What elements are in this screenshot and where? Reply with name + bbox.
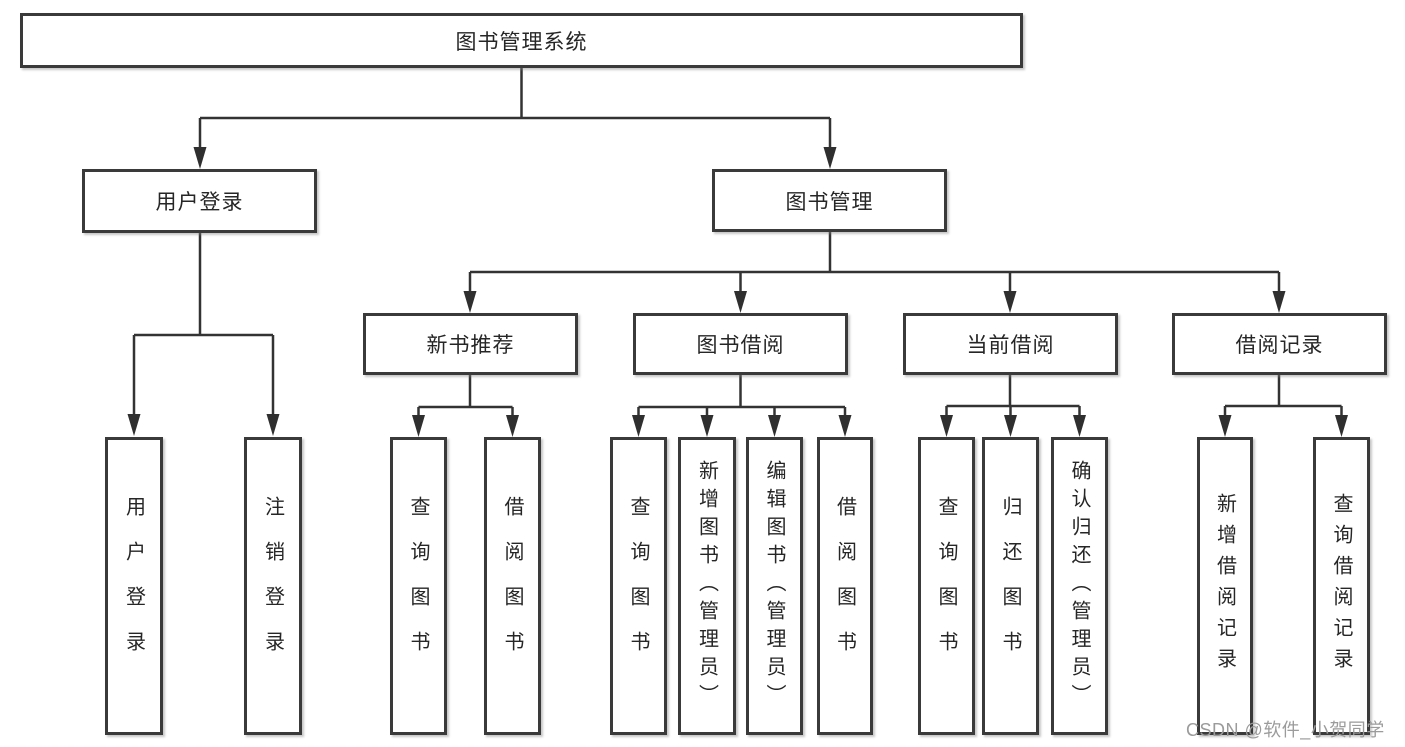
leaf-confirm-return-admin: 确认归还（管理员） (1051, 437, 1108, 735)
leaf-return-book: 归还图书 (982, 437, 1039, 735)
leaf-borrow-book: 借阅图书 (817, 437, 873, 735)
arrowheads (127, 147, 1348, 437)
leaf-query-borrow-record: 查询借阅记录 (1313, 437, 1370, 735)
node-library-system: 图书管理系统 (20, 13, 1023, 68)
node-new-book-recommend: 新书推荐 (363, 313, 578, 375)
leaf-add-book-admin: 新增图书（管理员） (678, 437, 736, 735)
node-book-borrowing: 图书借阅 (633, 313, 848, 375)
leaf-add-borrow-record: 新增借阅记录 (1197, 437, 1253, 735)
leaf-edit-book-admin: 编辑图书（管理员） (746, 437, 803, 735)
csdn-watermark: CSDN @软件_小贺同学 (1186, 720, 1385, 740)
node-borrowing-records: 借阅记录 (1172, 313, 1387, 375)
node-user-login: 用户登录 (82, 169, 317, 233)
leaf-query-book: 查询图书 (390, 437, 447, 735)
leaf-logout: 注销登录 (244, 437, 302, 735)
node-book-management: 图书管理 (712, 169, 947, 232)
leaf-query-book: 查询图书 (918, 437, 975, 735)
node-current-borrowing: 当前借阅 (903, 313, 1118, 375)
leaf-user-login: 用户登录 (105, 437, 163, 735)
leaf-query-book: 查询图书 (610, 437, 667, 735)
leaf-borrow-book: 借阅图书 (484, 437, 541, 735)
